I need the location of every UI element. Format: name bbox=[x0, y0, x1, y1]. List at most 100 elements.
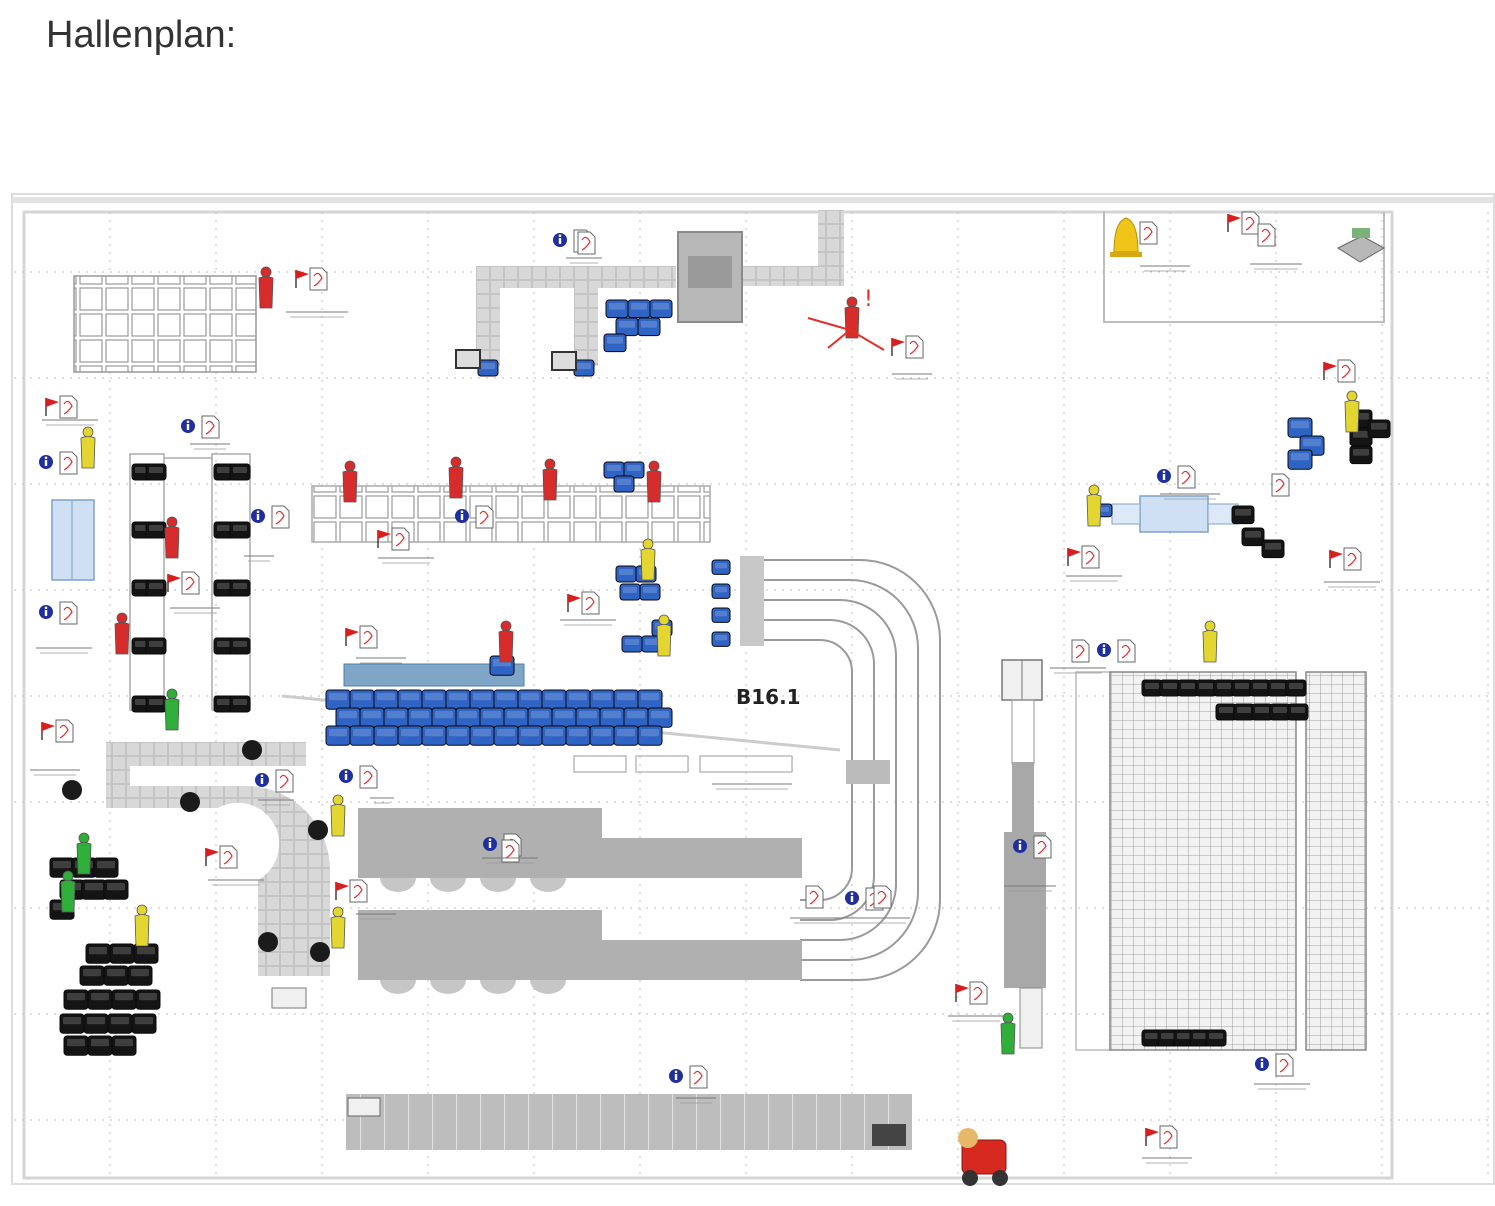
page-title: Hallenplan: bbox=[46, 14, 237, 56]
document-icon[interactable] bbox=[219, 845, 238, 869]
document-icon[interactable] bbox=[359, 765, 378, 789]
document-icon[interactable] bbox=[905, 335, 924, 359]
info-icon[interactable] bbox=[39, 605, 53, 619]
document-icon[interactable] bbox=[1343, 547, 1362, 571]
flag-icon[interactable] bbox=[205, 848, 219, 866]
blue-container bbox=[711, 583, 731, 599]
conveyor-left-curve bbox=[106, 742, 330, 1009]
black-container bbox=[1349, 445, 1373, 465]
blue-container bbox=[603, 333, 627, 353]
document-icon[interactable] bbox=[1033, 835, 1052, 859]
blue-container bbox=[613, 689, 639, 710]
flag-icon[interactable] bbox=[1067, 548, 1081, 566]
document-icon[interactable] bbox=[271, 505, 290, 529]
document-icon[interactable] bbox=[1275, 1053, 1294, 1077]
document-icon[interactable] bbox=[1241, 211, 1260, 235]
caption-text bbox=[170, 607, 220, 614]
info-icon[interactable] bbox=[1097, 643, 1111, 657]
black-container bbox=[93, 857, 119, 878]
flag-icon[interactable] bbox=[335, 882, 349, 900]
info-icon[interactable] bbox=[1255, 1057, 1269, 1071]
monitor-icon[interactable] bbox=[455, 349, 577, 371]
document-icon[interactable] bbox=[181, 571, 200, 595]
flag-icon[interactable] bbox=[295, 270, 309, 288]
document-icon[interactable] bbox=[59, 451, 78, 475]
document-icon[interactable] bbox=[349, 879, 368, 903]
document-icon[interactable] bbox=[1271, 473, 1290, 497]
forklift-icon[interactable] bbox=[958, 1128, 1008, 1186]
info-icon[interactable] bbox=[483, 837, 497, 851]
blue-container bbox=[541, 725, 567, 746]
black-container bbox=[87, 989, 113, 1010]
document-icon[interactable] bbox=[309, 267, 328, 291]
document-icon[interactable] bbox=[689, 1065, 708, 1089]
info-icon[interactable] bbox=[455, 509, 469, 523]
document-icon[interactable] bbox=[201, 415, 220, 439]
printer-icon[interactable] bbox=[1336, 228, 1386, 263]
document-icon[interactable] bbox=[1139, 221, 1158, 245]
containers-layer bbox=[49, 299, 1391, 1056]
flag-icon[interactable] bbox=[955, 984, 969, 1002]
info-icon[interactable] bbox=[553, 233, 567, 247]
blue-container bbox=[565, 725, 591, 746]
flag-icon[interactable] bbox=[1227, 214, 1241, 232]
flag-icon[interactable] bbox=[167, 574, 181, 592]
document-icon[interactable] bbox=[969, 981, 988, 1005]
blue-container bbox=[649, 299, 673, 319]
caption-text bbox=[1050, 667, 1106, 674]
document-icon[interactable] bbox=[1257, 223, 1276, 247]
blue-container bbox=[541, 689, 567, 710]
document-icon[interactable] bbox=[55, 719, 74, 743]
document-icon[interactable] bbox=[581, 591, 600, 615]
flag-icon[interactable] bbox=[345, 628, 359, 646]
document-icon[interactable] bbox=[1081, 545, 1100, 569]
document-icon[interactable] bbox=[275, 769, 294, 793]
document-icon[interactable] bbox=[1117, 639, 1136, 663]
document-icon[interactable] bbox=[873, 885, 892, 909]
info-icon[interactable] bbox=[1157, 469, 1171, 483]
flag-icon[interactable] bbox=[1329, 550, 1343, 568]
flag-icon[interactable] bbox=[891, 338, 905, 356]
document-icon[interactable] bbox=[501, 839, 520, 863]
info-icon[interactable] bbox=[251, 509, 265, 523]
info-icon[interactable] bbox=[1013, 839, 1027, 853]
document-icon[interactable] bbox=[359, 625, 378, 649]
flag-icon[interactable] bbox=[1145, 1128, 1159, 1146]
document-icon[interactable] bbox=[59, 601, 78, 625]
document-icon[interactable] bbox=[805, 885, 824, 909]
grid-lines bbox=[14, 212, 1492, 1180]
info-icon[interactable] bbox=[255, 773, 269, 787]
bell-icon[interactable] bbox=[1110, 217, 1142, 257]
worker-icon bbox=[1086, 484, 1102, 527]
flag-icon[interactable] bbox=[1323, 362, 1337, 380]
blue-container bbox=[711, 607, 731, 623]
document-icon[interactable] bbox=[1159, 1125, 1178, 1149]
document-icon[interactable] bbox=[1177, 465, 1196, 489]
document-icon[interactable] bbox=[577, 231, 596, 255]
info-icon[interactable] bbox=[339, 769, 353, 783]
document-icon[interactable] bbox=[1071, 639, 1090, 663]
blue-container bbox=[637, 725, 663, 746]
flag-icon[interactable] bbox=[377, 530, 391, 548]
blue-container bbox=[605, 299, 629, 319]
info-icon[interactable] bbox=[39, 455, 53, 469]
blue-container bbox=[421, 725, 447, 746]
info-icon[interactable] bbox=[845, 891, 859, 905]
info-icon[interactable] bbox=[669, 1069, 683, 1083]
black-container bbox=[145, 637, 167, 655]
flag-icon[interactable] bbox=[41, 722, 55, 740]
info-icon[interactable] bbox=[181, 419, 195, 433]
black-container bbox=[85, 943, 111, 964]
document-icon[interactable] bbox=[59, 395, 78, 419]
black-container bbox=[229, 579, 251, 597]
document-icon[interactable] bbox=[391, 527, 410, 551]
black-container bbox=[111, 1035, 137, 1056]
document-icon[interactable] bbox=[1337, 359, 1356, 383]
flag-icon[interactable] bbox=[567, 594, 581, 612]
blue-container bbox=[469, 689, 495, 710]
markers-layer bbox=[30, 211, 1380, 1164]
document-icon[interactable] bbox=[475, 505, 494, 529]
flag-icon[interactable] bbox=[45, 398, 59, 416]
alert-red-arrows: ! bbox=[807, 287, 885, 351]
blue-container bbox=[373, 725, 399, 746]
